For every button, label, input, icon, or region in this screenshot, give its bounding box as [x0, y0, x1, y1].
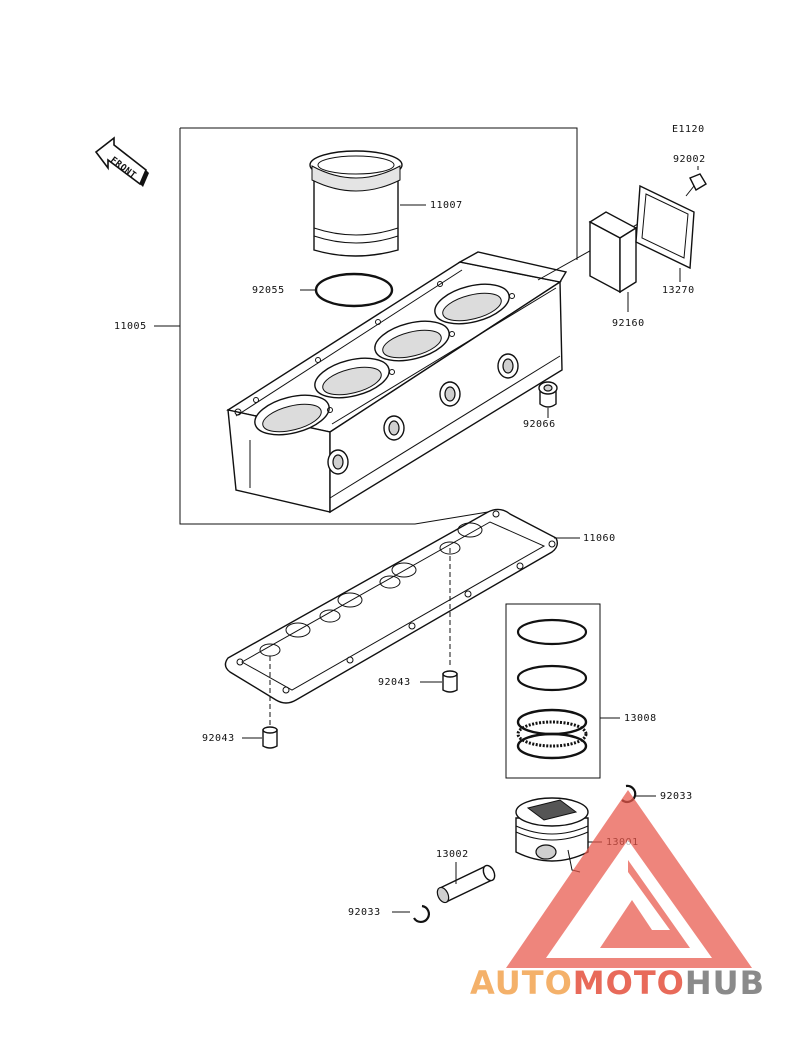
ring-set-frame: [505, 603, 601, 779]
plug: [538, 381, 558, 418]
block-group-frame-top: [180, 127, 578, 260]
label-92043-right: 92043: [378, 677, 411, 688]
diagram-code: E1120: [672, 124, 705, 135]
label-11060: 11060: [583, 533, 616, 544]
label-92033-right: 92033: [660, 791, 693, 802]
cylinder-block: [226, 251, 568, 514]
label-92033-left: 92033: [348, 907, 381, 918]
label-13008: 13008: [624, 713, 657, 724]
label-92043-left: 92043: [202, 733, 235, 744]
o-ring: [314, 272, 394, 308]
watermark-text-auto: AUTO: [470, 964, 573, 1002]
piston-pin: [436, 862, 496, 904]
damper: [588, 211, 638, 312]
label-92066: 92066: [523, 419, 556, 430]
label-92002: 92002: [673, 154, 706, 165]
watermark-logo-icon: [506, 790, 752, 968]
label-13270: 13270: [662, 285, 695, 296]
label-92160: 92160: [612, 318, 645, 329]
snap-ring-left: [413, 904, 430, 923]
watermark-text-moto: MOTO: [573, 964, 685, 1002]
piston: [515, 797, 589, 873]
label-11007: 11007: [430, 200, 463, 211]
cover-bolt: [685, 166, 707, 197]
dowel-pin-left: [262, 726, 278, 749]
cover-gasket: [635, 184, 695, 282]
front-arrow-icon: FRONT: [94, 136, 149, 187]
watermark-text-hub: HUB: [685, 964, 765, 1002]
piston-ring-set: [516, 618, 588, 760]
base-gasket: [224, 508, 559, 704]
cylinder-liner: [309, 150, 426, 257]
label-11005: 11005: [114, 321, 147, 332]
dowel-pin-right: [442, 670, 458, 693]
label-13002: 13002: [436, 849, 469, 860]
label-92055: 92055: [252, 285, 285, 296]
watermark-brand: AUTOMOTOHUB: [470, 964, 765, 1002]
